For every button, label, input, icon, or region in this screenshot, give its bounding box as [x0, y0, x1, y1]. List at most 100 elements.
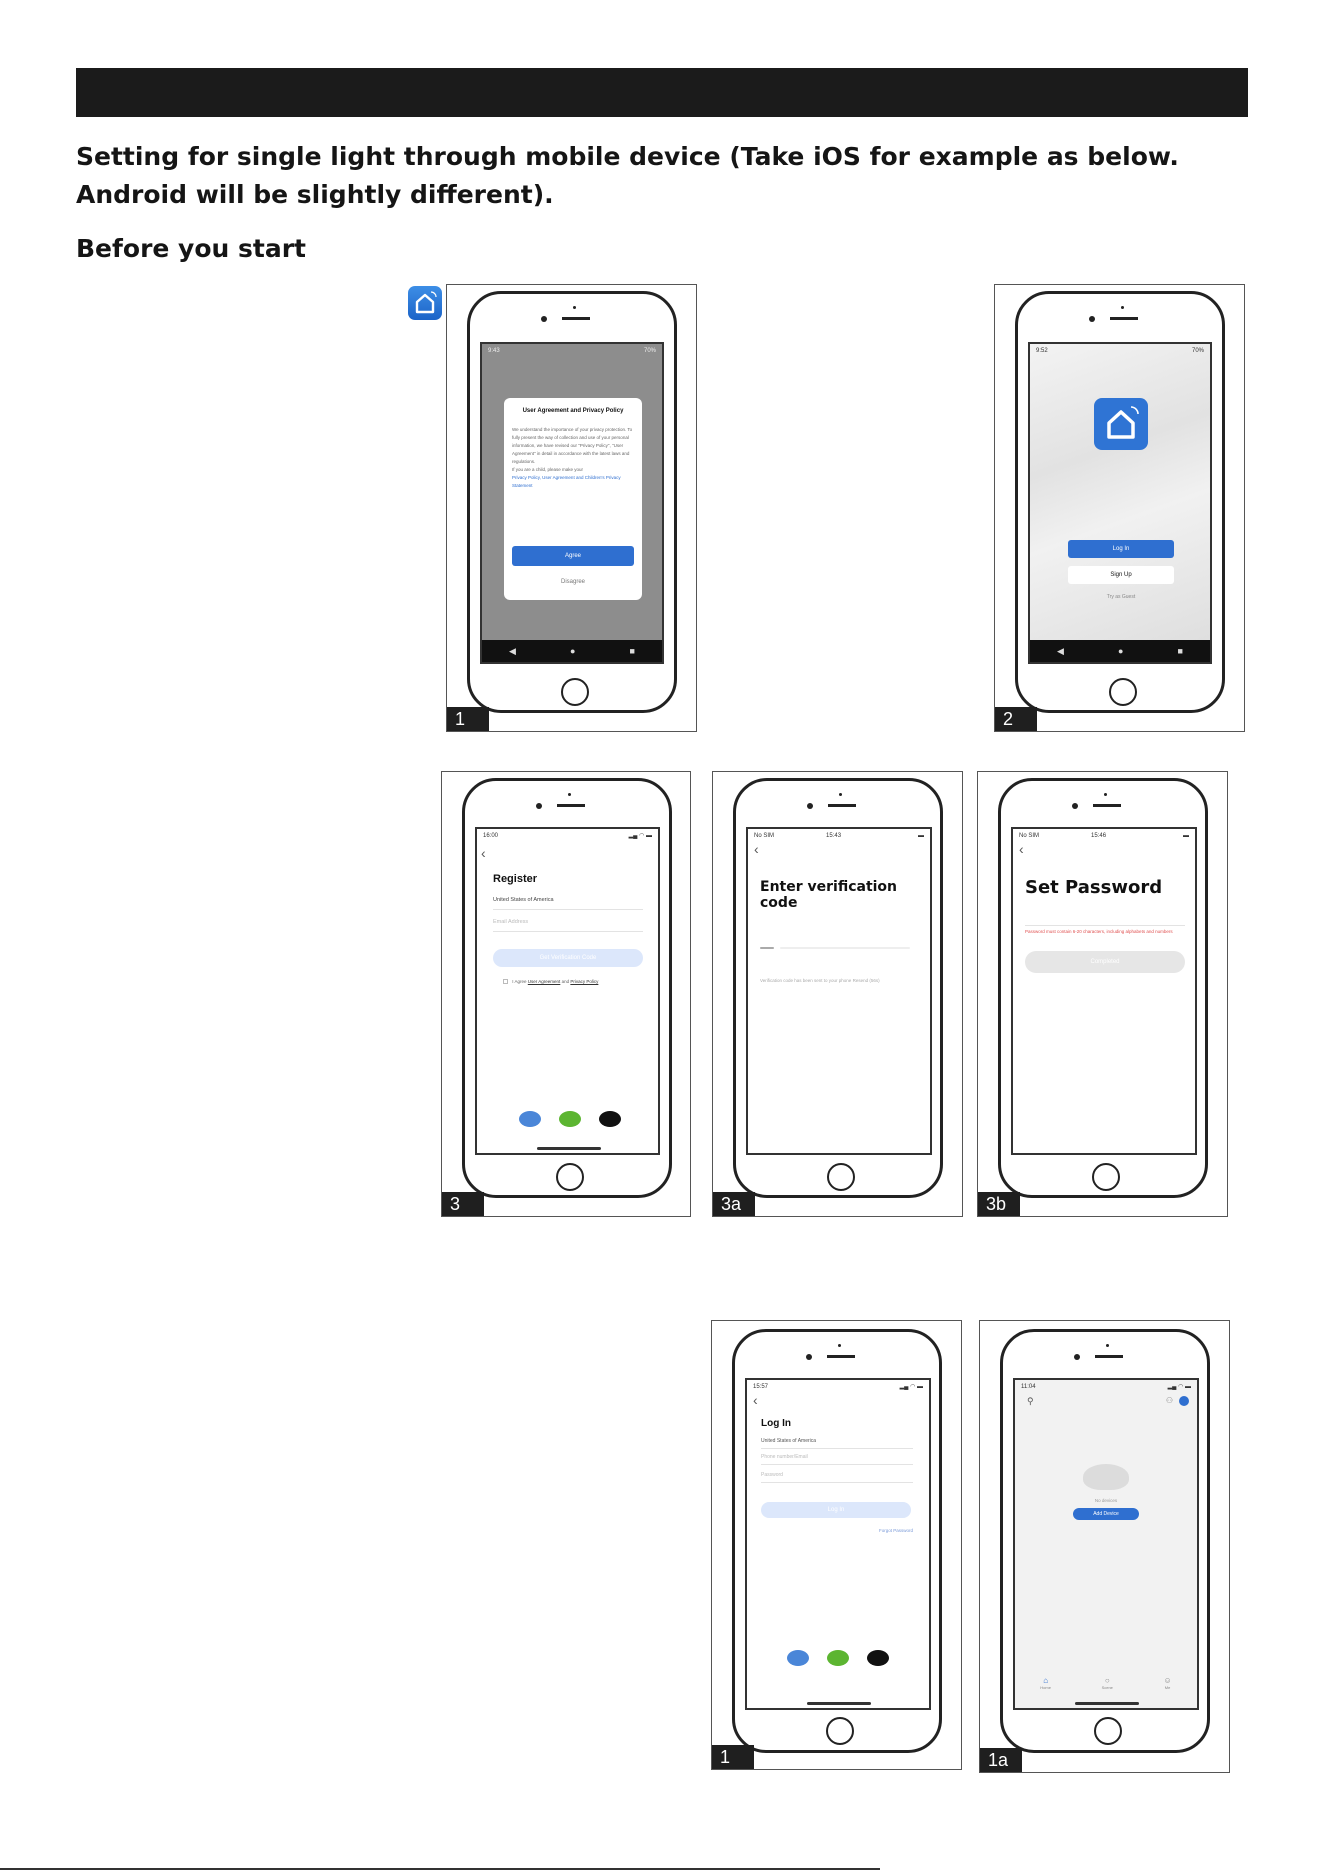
add-icon[interactable] — [1179, 1396, 1189, 1406]
smart-life-logo-icon — [1094, 398, 1148, 450]
step-tag: 1 — [712, 1745, 754, 1769]
screen-frame-home: 11:04▂▄ ◠ ▬ ⚲ ⚇ No devices Add Device ⌂H… — [979, 1320, 1230, 1773]
google-login-icon[interactable] — [519, 1111, 541, 1127]
home-indicator — [1075, 1702, 1139, 1705]
verification-title: Enter verification code — [760, 879, 898, 911]
back-chevron-icon[interactable]: ‹ — [754, 841, 759, 857]
status-battery: 70% — [643, 348, 656, 354]
login-title: Log In — [761, 1418, 791, 1429]
disagree-button[interactable]: Disagree — [560, 579, 585, 585]
and-text: and — [561, 979, 570, 984]
no-devices-text: No devices — [1094, 1498, 1118, 1503]
info-text: Verification code has been sent to your … — [760, 978, 852, 983]
phone-screen: 11:04▂▄ ◠ ▬ ⚲ ⚇ No devices Add Device ⌂H… — [1013, 1378, 1199, 1710]
back-chevron-icon[interactable]: ‹ — [753, 1392, 758, 1408]
tab-label-me: Me — [1164, 1685, 1171, 1690]
country-field[interactable]: United States of America — [761, 1438, 817, 1444]
wechat-login-icon[interactable] — [559, 1111, 581, 1127]
section-title: Before you start — [76, 234, 307, 263]
phone-outline: 11:04▂▄ ◠ ▬ ⚲ ⚇ No devices Add Device ⌂H… — [1000, 1329, 1210, 1753]
privacy-policy-link[interactable]: Privacy Policy — [570, 979, 599, 984]
status-time: 9:52 — [1036, 348, 1048, 354]
account-field[interactable]: Phone number/Email — [761, 1454, 808, 1460]
phone-screen: 15:57▂▄ ◠ ▬ ‹ Log In United States of Am… — [745, 1378, 931, 1710]
screen-frame-1: 9:43 70% User Agreement and Privacy Polic… — [446, 284, 697, 732]
status-time: 16:00 — [483, 833, 499, 839]
dialog-title: User Agreement and Privacy Policy — [522, 408, 624, 414]
tab-label-home: Home — [1040, 1685, 1051, 1690]
apple-login-icon[interactable] — [599, 1111, 621, 1127]
resend-link[interactable]: Resend (56s) — [852, 978, 880, 983]
status-time: 15:46 — [1091, 833, 1107, 839]
dialog-links[interactable]: Privacy Policy, User Agreement and Child… — [512, 475, 621, 488]
scene-tab-icon: ○ — [1104, 1676, 1110, 1685]
tab-me[interactable]: ☺Me — [1164, 1676, 1172, 1698]
tab-home[interactable]: ⌂Home — [1040, 1676, 1051, 1698]
step-tag: 3a — [713, 1192, 755, 1216]
completed-button[interactable]: Completed — [1025, 951, 1185, 973]
home-button — [1092, 1163, 1120, 1191]
step-tag: 1 — [447, 707, 489, 731]
get-code-button[interactable]: Get Verification Code — [493, 949, 643, 967]
password-field[interactable]: Password — [761, 1472, 783, 1478]
step-tag: 2 — [995, 707, 1037, 731]
recents-icon[interactable]: ■ — [629, 646, 635, 656]
agree-text: I Agree — [512, 979, 527, 984]
user-agreement-link[interactable]: User Agreement — [527, 979, 561, 984]
back-icon[interactable]: ◀ — [1057, 646, 1064, 656]
voice-icon[interactable]: ⚇ — [1165, 1396, 1173, 1405]
step-tag: 3 — [442, 1192, 484, 1216]
login-button[interactable]: Log In — [1068, 540, 1174, 558]
home-button — [1094, 1717, 1122, 1745]
home-nav-icon[interactable]: ● — [570, 646, 576, 656]
signup-button[interactable]: Sign Up — [1068, 566, 1174, 584]
phone-outline: 9:43 70% User Agreement and Privacy Polic… — [467, 291, 677, 713]
home-button — [556, 1163, 584, 1191]
phone-screen: 16:00▂▄ ◠ ▬ ‹ Register United States of … — [475, 827, 660, 1155]
home-indicator — [537, 1147, 601, 1150]
recents-icon[interactable]: ■ — [1177, 646, 1183, 656]
me-tab-icon: ☺ — [1163, 1676, 1172, 1685]
tab-scene[interactable]: ○Scene — [1102, 1676, 1113, 1698]
agree-button[interactable]: Agree — [512, 546, 634, 566]
google-login-icon[interactable] — [787, 1650, 809, 1666]
country-field[interactable]: United States of America — [493, 897, 554, 903]
intro-text: Setting for single light through mobile … — [76, 142, 1179, 209]
phone-outline: 15:57▂▄ ◠ ▬ ‹ Log In United States of Am… — [732, 1329, 942, 1753]
status-time: 15:57 — [753, 1384, 769, 1390]
step-tag: 3b — [978, 1192, 1020, 1216]
tab-label-scene: Scene — [1101, 1685, 1113, 1690]
agreement-dialog: User Agreement and Privacy Policy We und… — [504, 398, 642, 600]
home-tab-icon: ⌂ — [1043, 1676, 1049, 1685]
email-field[interactable]: Email Address — [493, 919, 529, 925]
home-button — [561, 678, 589, 706]
guest-link[interactable]: Try as Guest — [1106, 594, 1136, 600]
status-carrier: No SIM — [754, 833, 775, 839]
add-device-button[interactable]: Add Device — [1073, 1508, 1139, 1520]
back-chevron-icon[interactable]: ‹ — [1019, 841, 1024, 857]
profile-icon[interactable]: ⚲ — [1027, 1396, 1034, 1406]
forgot-password-link[interactable]: Forgot Password — [878, 1528, 913, 1533]
wechat-login-icon[interactable] — [827, 1650, 849, 1666]
status-carrier: No SIM — [1019, 833, 1040, 839]
bottom-rule — [0, 1868, 880, 1870]
dialog-body: We understand the importance of your pri… — [512, 427, 633, 464]
back-icon[interactable]: ◀ — [509, 646, 516, 656]
phone-outline: 16:00▂▄ ◠ ▬ ‹ Register United States of … — [462, 778, 672, 1198]
apple-login-icon[interactable] — [867, 1650, 889, 1666]
home-button — [827, 1163, 855, 1191]
bottom-tab-bar: ⌂Home ○Scene ☺Me — [1015, 1676, 1197, 1698]
back-chevron-icon[interactable]: ‹ — [481, 845, 486, 861]
home-nav-icon[interactable]: ● — [1118, 646, 1124, 656]
status-time: 9:43 — [488, 348, 500, 354]
checkbox[interactable] — [503, 979, 508, 985]
login-button[interactable]: Log In — [761, 1502, 911, 1518]
home-button — [826, 1717, 854, 1745]
status-time: 15:43 — [826, 833, 842, 839]
